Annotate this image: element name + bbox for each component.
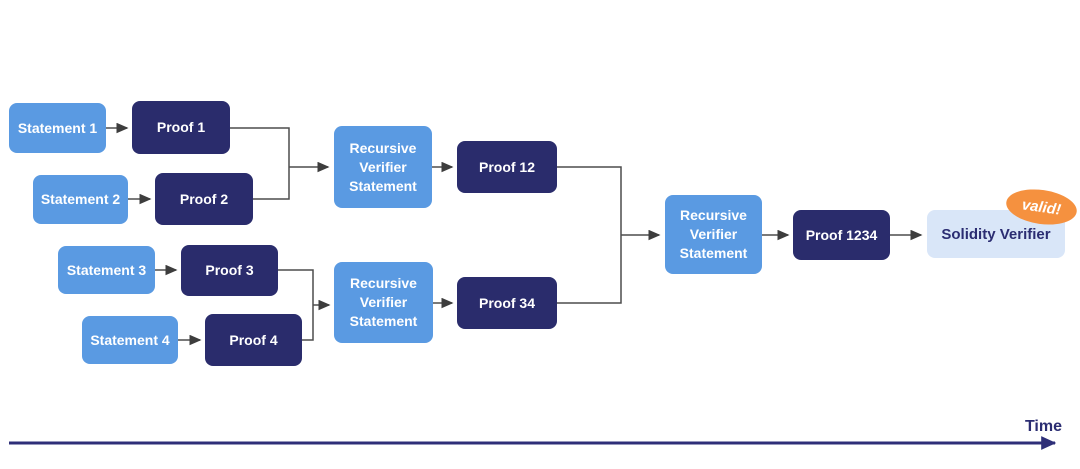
node-recursive-verifier-statement-3: Recursive Verifier Statement (665, 195, 762, 274)
node-proof-1234: Proof 1234 (793, 210, 890, 260)
node-statement-1: Statement 1 (9, 103, 106, 153)
node-recursive-verifier-statement-2: Recursive Verifier Statement (334, 262, 433, 343)
node-statement-2: Statement 2 (33, 175, 128, 224)
node-proof-2: Proof 2 (155, 173, 253, 225)
node-proof-1: Proof 1 (132, 101, 230, 154)
node-proof-12: Proof 12 (457, 141, 557, 193)
node-proof-34: Proof 34 (457, 277, 557, 329)
node-statement-4: Statement 4 (82, 316, 178, 364)
time-axis-label: Time (1024, 418, 1062, 435)
node-proof-4: Proof 4 (205, 314, 302, 366)
node-proof-3: Proof 3 (181, 245, 278, 296)
node-recursive-verifier-statement-1: Recursive Verifier Statement (334, 126, 432, 208)
node-statement-3: Statement 3 (58, 246, 155, 294)
